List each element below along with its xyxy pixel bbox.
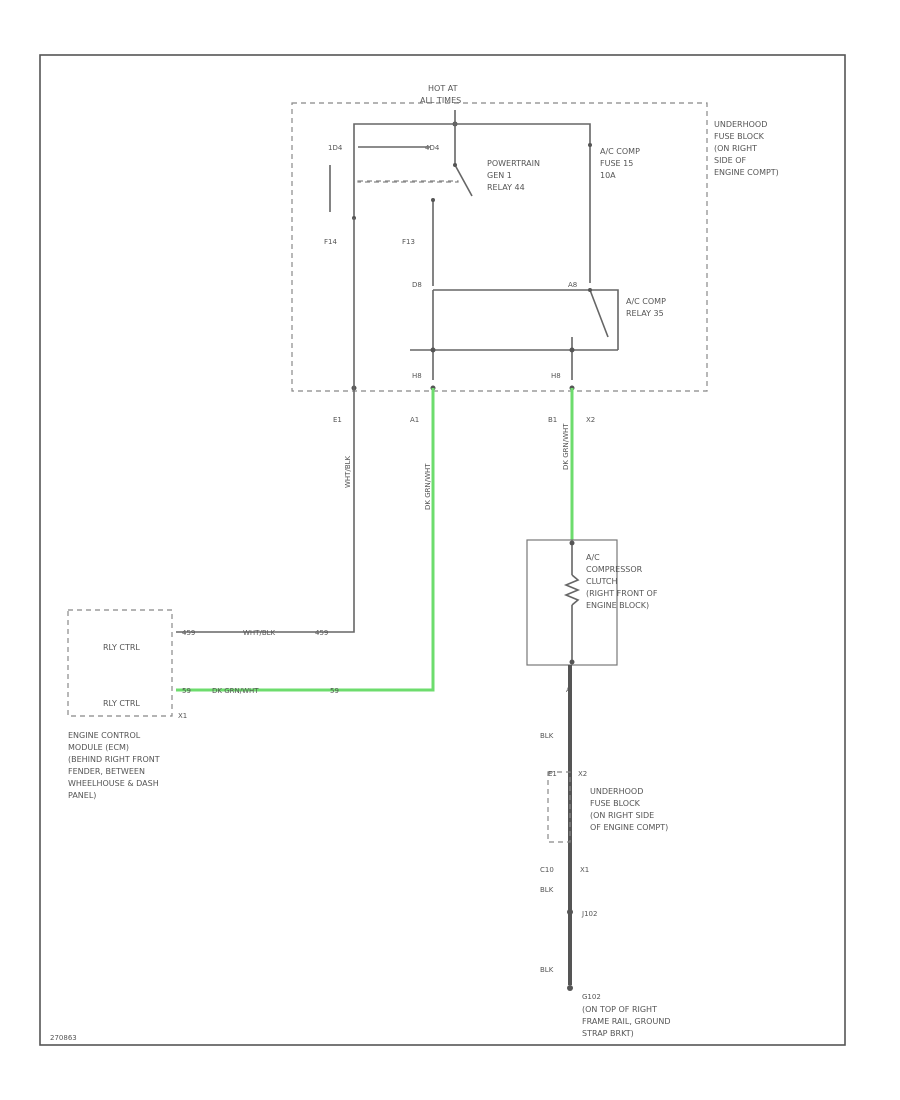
all-times-label: ALL TIMES xyxy=(420,96,461,105)
relay-coil-dash xyxy=(357,180,459,183)
ground-g102-icon xyxy=(567,985,573,991)
clutch-bottom-pin xyxy=(569,659,575,665)
svg-text:ENGINE BLOCK): ENGINE BLOCK) xyxy=(586,601,649,610)
svg-text:MODULE (ECM): MODULE (ECM) xyxy=(68,743,129,752)
diagram-code: 270863 xyxy=(50,1034,77,1042)
wire-label-blk-1: BLK xyxy=(540,732,554,740)
clutch-top-pin xyxy=(569,540,575,546)
ac-relay-pin-h8-left: H8 xyxy=(412,372,422,380)
connector-e1: E1 xyxy=(333,416,342,424)
wire-circuit-59b: 59 xyxy=(182,687,191,695)
fuse-block-bottom-label: UNDERHOOD FUSE BLOCK (ON RIGHT SIDE OF E… xyxy=(590,787,668,832)
underhood-fuse-block-top xyxy=(291,102,708,392)
ac-comp-relay-label: A/C COMP RELAY 35 xyxy=(626,297,666,318)
svg-text:FUSE 15: FUSE 15 xyxy=(600,159,633,168)
svg-text:RELAY 44: RELAY 44 xyxy=(487,183,525,192)
ac-relay-bottom-right-dot xyxy=(569,347,575,353)
ecm-label: ENGINE CONTROL MODULE (ECM) (BEHIND RIGH… xyxy=(68,731,160,800)
splice-j102-label: J102 xyxy=(581,910,597,918)
svg-text:PANEL): PANEL) xyxy=(68,791,96,800)
svg-text:COMPRESSOR: COMPRESSOR xyxy=(586,565,643,574)
ac-fuse-dot xyxy=(588,143,592,147)
pin-f13: F13 xyxy=(402,238,415,246)
fuse-block-top-label: UNDERHOOD FUSE BLOCK (ON RIGHT SIDE OF E… xyxy=(714,120,779,177)
svg-text:A/C COMP: A/C COMP xyxy=(600,147,640,156)
ecm-rly-ctrl-2: RLY CTRL xyxy=(103,699,140,708)
svg-text:UNDERHOOD: UNDERHOOD xyxy=(714,120,767,129)
svg-text:10A: 10A xyxy=(600,171,616,180)
diagram-frame xyxy=(39,54,846,1046)
fuse-block-bottom-pin-x1: X1 xyxy=(580,866,589,874)
splice-j102-dot xyxy=(567,909,573,915)
connector-b1: B1 xyxy=(548,416,557,424)
ac-relay-pin-h8-right: H8 xyxy=(551,372,561,380)
svg-text:(ON TOP OF RIGHT: (ON TOP OF RIGHT xyxy=(582,1005,657,1014)
ground-g102-id: G102 xyxy=(582,993,601,1001)
ground-g102-label: (ON TOP OF RIGHT FRAME RAIL, GROUND STRA… xyxy=(582,1005,670,1038)
ac-relay-pin-a8: A8 xyxy=(568,281,577,289)
ecm-rly-ctrl-1: RLY CTRL xyxy=(103,643,140,652)
svg-text:STRAP BRKT): STRAP BRKT) xyxy=(582,1029,634,1038)
connector-x2: X2 xyxy=(586,416,595,424)
wire-label-blk-3: BLK xyxy=(540,966,554,974)
svg-text:FRAME RAIL, GROUND: FRAME RAIL, GROUND xyxy=(582,1017,670,1026)
svg-text:(BEHIND RIGHT FRONT: (BEHIND RIGHT FRONT xyxy=(68,755,160,764)
hot-at-label: HOT AT xyxy=(428,84,458,93)
pin-f14: F14 xyxy=(324,238,337,246)
ac-clutch-label: A/C COMPRESSOR CLUTCH (RIGHT FRONT OF EN… xyxy=(586,553,658,610)
top-bus-wire xyxy=(353,123,591,145)
wire-label-wht-blk-vert: WHT/BLK xyxy=(344,455,352,488)
wire-circuit-459: 459 xyxy=(315,629,328,637)
fuse-block-bottom-pin-e1: E1 xyxy=(548,770,557,778)
connector-a1: A1 xyxy=(410,416,419,424)
ac-relay-body-top xyxy=(433,289,619,350)
wire-label-dk-grn-wht-short: DK GRN/WHT xyxy=(562,423,570,470)
svg-text:RELAY 35: RELAY 35 xyxy=(626,309,664,318)
ecm-box xyxy=(67,609,173,717)
fuse-block-bottom-pin-x2: X2 xyxy=(578,770,587,778)
wire-label-blk-2: BLK xyxy=(540,886,554,894)
relay-pin-4d4: 4D4 xyxy=(425,144,440,152)
svg-text:OF ENGINE COMPT): OF ENGINE COMPT) xyxy=(590,823,668,832)
svg-text:WHEELHOUSE & DASH: WHEELHOUSE & DASH xyxy=(68,779,159,788)
underhood-fuse-block-bottom xyxy=(547,771,571,843)
svg-text:UNDERHOOD: UNDERHOOD xyxy=(590,787,643,796)
relay-pin-1d4: 1D4 xyxy=(328,144,343,152)
relay-contact-dot xyxy=(453,163,457,167)
powertrain-relay-label: POWERTRAIN GEN 1 RELAY 44 xyxy=(487,159,540,192)
ac-relay-switch-arm xyxy=(589,289,609,338)
fuse-f13-dot xyxy=(431,198,435,202)
svg-text:(RIGHT FRONT OF: (RIGHT FRONT OF xyxy=(586,589,658,598)
ac-relay-bottom-left-dot xyxy=(430,347,436,353)
wire-label-wht-blk-horiz: WHT/BLK xyxy=(243,629,276,637)
wire-circuit-459b: 459 xyxy=(182,629,195,637)
svg-text:(ON RIGHT SIDE: (ON RIGHT SIDE xyxy=(590,811,654,820)
svg-text:A/C COMP: A/C COMP xyxy=(626,297,666,306)
wire-label-dk-grn-wht-horiz: DK GRN/WHT xyxy=(212,687,259,695)
ac-relay-pin-d8: D8 xyxy=(412,281,422,289)
wire-circuit-59: 59 xyxy=(330,687,339,695)
svg-text:GEN 1: GEN 1 xyxy=(487,171,512,180)
svg-text:ENGINE CONTROL: ENGINE CONTROL xyxy=(68,731,141,740)
svg-text:A/C: A/C xyxy=(586,553,600,562)
clutch-coil-icon xyxy=(563,574,581,606)
ac-comp-fuse-label: A/C COMP FUSE 15 10A xyxy=(600,147,640,180)
wire-label-dk-grn-wht-vert: DK GRN/WHT xyxy=(424,463,432,510)
svg-text:SIDE OF: SIDE OF xyxy=(714,156,746,165)
svg-text:ENGINE COMPT): ENGINE COMPT) xyxy=(714,168,779,177)
svg-text:(ON RIGHT: (ON RIGHT xyxy=(714,144,757,153)
dk-grn-wht-wire-a1 xyxy=(176,388,435,692)
svg-text:CLUTCH: CLUTCH xyxy=(586,577,618,586)
ecm-pin-x1: X1 xyxy=(178,712,187,720)
ac-relay-contact-dot xyxy=(588,288,592,292)
svg-text:POWERTRAIN: POWERTRAIN xyxy=(487,159,540,168)
relay-switch-arm xyxy=(454,164,473,197)
svg-text:FUSE BLOCK: FUSE BLOCK xyxy=(714,132,765,141)
svg-text:FENDER, BETWEEN: FENDER, BETWEEN xyxy=(68,767,145,776)
svg-text:FUSE BLOCK: FUSE BLOCK xyxy=(590,799,641,808)
fuse-block-bottom-pin-c10: C10 xyxy=(540,866,554,874)
wht-blk-wire xyxy=(176,218,355,633)
